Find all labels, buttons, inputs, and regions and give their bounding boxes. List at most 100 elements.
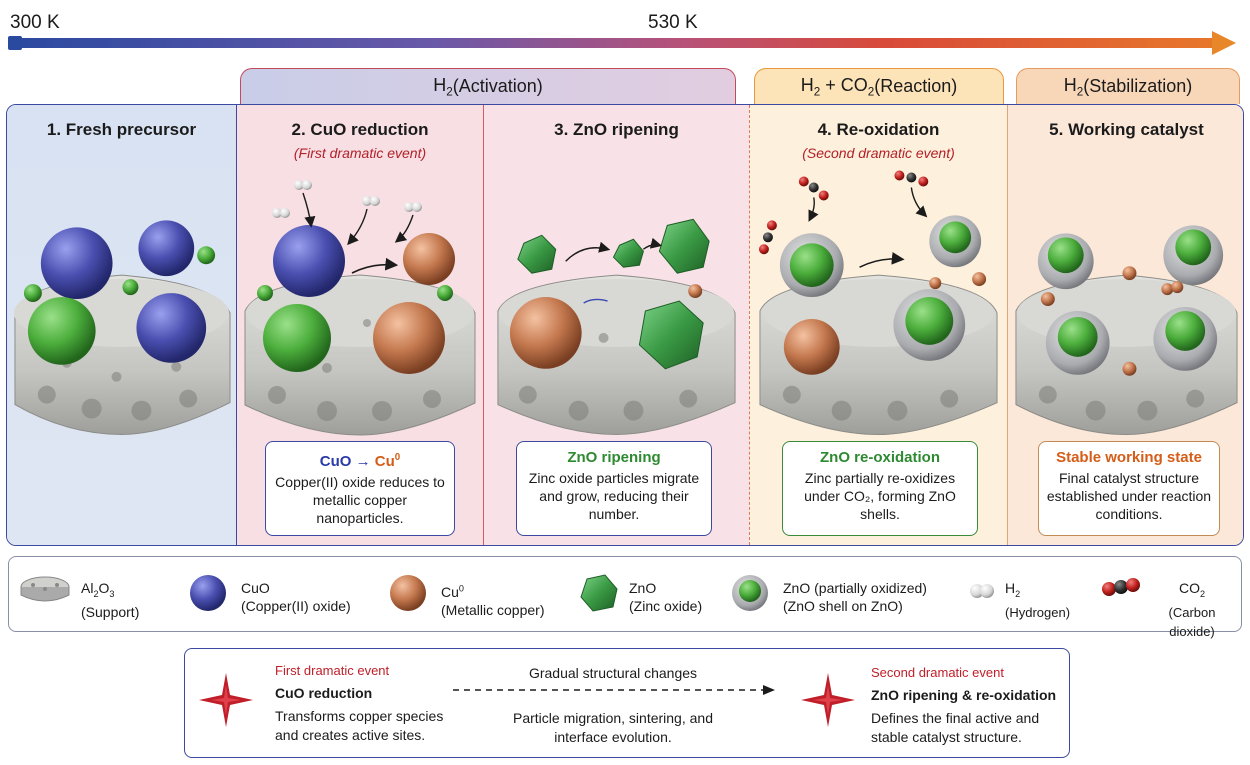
co2-icon <box>1102 578 1140 596</box>
summary-box: First dramatic event CuO reduction Trans… <box>184 648 1070 758</box>
cu-cluster <box>509 297 582 369</box>
first-event-title: CuO reduction <box>275 685 373 701</box>
legend-desc: (Zinc oxide) <box>629 598 703 614</box>
phase-stabilization-gas: H2 <box>1063 74 1084 99</box>
stage-title: 5. Working catalyst <box>1049 120 1204 139</box>
zno-shell-particle <box>1153 307 1218 371</box>
temperature-start-label: 300 K <box>10 12 60 33</box>
temperature-arrow-icon <box>1212 31 1236 55</box>
zno-icon <box>580 574 618 612</box>
zno-shell-icon <box>732 575 768 611</box>
stage-subtitle: (Second dramatic event) <box>802 145 955 161</box>
gradual-changes-text: Particle migration, sintering, and inter… <box>513 710 713 745</box>
info-box-title: Stable working state <box>1056 449 1202 466</box>
zno-ripening-info-box: ZnO ripening Zinc oxide particles migrat… <box>516 441 712 536</box>
cu-icon <box>390 575 426 611</box>
zno-cluster <box>27 297 96 365</box>
cuo-cluster <box>40 227 113 300</box>
legend-desc: (Hydrogen) <box>1005 604 1071 620</box>
stage-working-catalyst: 5. Working catalyst St <box>1007 105 1243 545</box>
temperature-bar-start-cap <box>8 36 22 50</box>
phase-reaction-tab: H2 + CO2 (Reaction) <box>754 68 1004 104</box>
zno-cluster <box>263 304 331 372</box>
legend-name: CO2 <box>1178 580 1206 599</box>
legend-name: Cu0 <box>441 583 464 600</box>
stage-subtitle: (First dramatic event) <box>293 145 427 161</box>
legend-item-cu: Cu0 (Metallic copper) <box>385 567 565 623</box>
stage-title: 2. CuO reduction <box>291 120 429 139</box>
stages-panel: 1. Fresh precursor 2. CuO reduction (Fir… <box>6 104 1244 546</box>
second-event-title: ZnO ripening & re-oxidation <box>871 687 1057 703</box>
phase-activation-label: (Activation) <box>452 76 543 96</box>
re-oxidation-info-box: ZnO re-oxidation Zinc partially re-oxidi… <box>782 441 978 536</box>
zno-crystal <box>612 238 644 268</box>
zno-shell-particle <box>1045 311 1110 375</box>
legend-name: Al2O3 <box>81 580 115 599</box>
legend-desc: (Carbon dioxide) <box>1168 604 1216 639</box>
stage-fresh-precursor: 1. Fresh precursor <box>7 105 237 545</box>
zno-shell-particle <box>893 289 966 361</box>
info-box-text: Zinc partially re-oxidizes under CO₂, fo… <box>804 470 956 522</box>
legend-name: H2 <box>1005 580 1021 599</box>
fresh-precursor-illustration <box>13 220 231 435</box>
cuo-reduction-info-box: CuO → Cu0 Copper(II) oxide reduces to me… <box>265 441 455 536</box>
h2-icon <box>970 584 994 598</box>
temperature-mid-label: 530 K <box>648 12 698 33</box>
phase-reaction-gas: H2 + CO2 <box>800 74 875 99</box>
legend-name: ZnO <box>629 580 657 596</box>
legend: Al2O3 (Support) CuO (Copper(II) oxide) C… <box>8 556 1242 639</box>
working-catalyst-illustration <box>1015 225 1238 435</box>
stage-title: 1. Fresh precursor <box>46 120 197 139</box>
working-catalyst-info-box: Stable working state Final catalyst stru… <box>1038 441 1220 536</box>
cuo-reduction-illustration <box>244 180 476 436</box>
legend-desc: (Metallic copper) <box>441 601 545 618</box>
legend-item-zno-shell: ZnO (partially oxidized) (ZnO shell on Z… <box>727 567 957 623</box>
legend-item-support: Al2O3 (Support) <box>19 567 189 623</box>
first-event-star-icon <box>199 673 253 727</box>
legend-desc: (Copper(II) oxide) <box>241 598 351 614</box>
info-box-title: ZnO ripening <box>567 449 661 466</box>
zno-shell-particle <box>1163 225 1224 286</box>
zno-shell-particle <box>1037 233 1094 290</box>
cu-cluster <box>783 318 840 375</box>
zno-crystal <box>638 300 704 370</box>
second-event-star-icon <box>801 673 855 727</box>
stage-cuo-reduction: 2. CuO reduction (First dramatic event) <box>237 105 483 545</box>
stage-title: 4. Re-oxidation <box>817 120 940 139</box>
second-event-text: Defines the final active and stable cata… <box>871 710 1040 745</box>
zno-ripening-illustration <box>497 218 736 436</box>
info-box-text: Copper(II) oxide reduces to metallic cop… <box>275 474 445 526</box>
legend-item-zno: ZnO (Zinc oxide) <box>575 567 725 623</box>
zno-crystal <box>658 218 710 274</box>
legend-desc: (ZnO shell on ZnO) <box>783 598 903 614</box>
info-box-text: Final catalyst structure established und… <box>1046 470 1212 522</box>
cuo-icon <box>190 575 226 611</box>
phase-stabilization-label: (Stabilization) <box>1083 76 1193 96</box>
cu-cluster <box>403 233 455 285</box>
zno-shell-particle <box>779 233 844 298</box>
legend-item-cuo: CuO (Copper(II) oxide) <box>185 567 375 623</box>
cuo-cluster <box>136 293 207 363</box>
cu-cluster <box>373 302 445 374</box>
info-box-title: CuO → Cu0 <box>319 452 401 470</box>
co2-molecule <box>758 170 929 255</box>
phase-activation-gas: H2 <box>433 74 453 99</box>
dashed-arrow-icon <box>453 685 775 695</box>
temperature-gradient-bar <box>10 38 1224 48</box>
gradual-changes-title: Gradual structural changes <box>528 665 698 681</box>
phase-reaction-label: (Reaction) <box>874 76 958 96</box>
stage-zno-ripening: 3. ZnO ripening ZnO ripening Zinc oxide … <box>483 105 749 545</box>
info-box-text: Zinc oxide particles migrate and grow, r… <box>528 470 700 522</box>
stage-title: 3. ZnO ripening <box>554 120 679 139</box>
cuo-cluster <box>273 225 345 297</box>
first-event-text: Transforms copper species and creates ac… <box>275 708 444 743</box>
stage-re-oxidation: 4. Re-oxidation (Second dramatic event) <box>749 105 1007 545</box>
legend-name: ZnO (partially oxidized) <box>783 580 927 596</box>
cuo-cluster <box>138 220 195 277</box>
re-oxidation-illustration <box>758 170 998 436</box>
phase-activation-tab: H2 (Activation) <box>240 68 736 104</box>
zno-crystal <box>517 234 557 274</box>
info-box-title: ZnO re-oxidation <box>820 449 940 466</box>
h2-molecule <box>272 180 422 218</box>
legend-item-co2: CO2 (Carbon dioxide) <box>1099 567 1239 639</box>
